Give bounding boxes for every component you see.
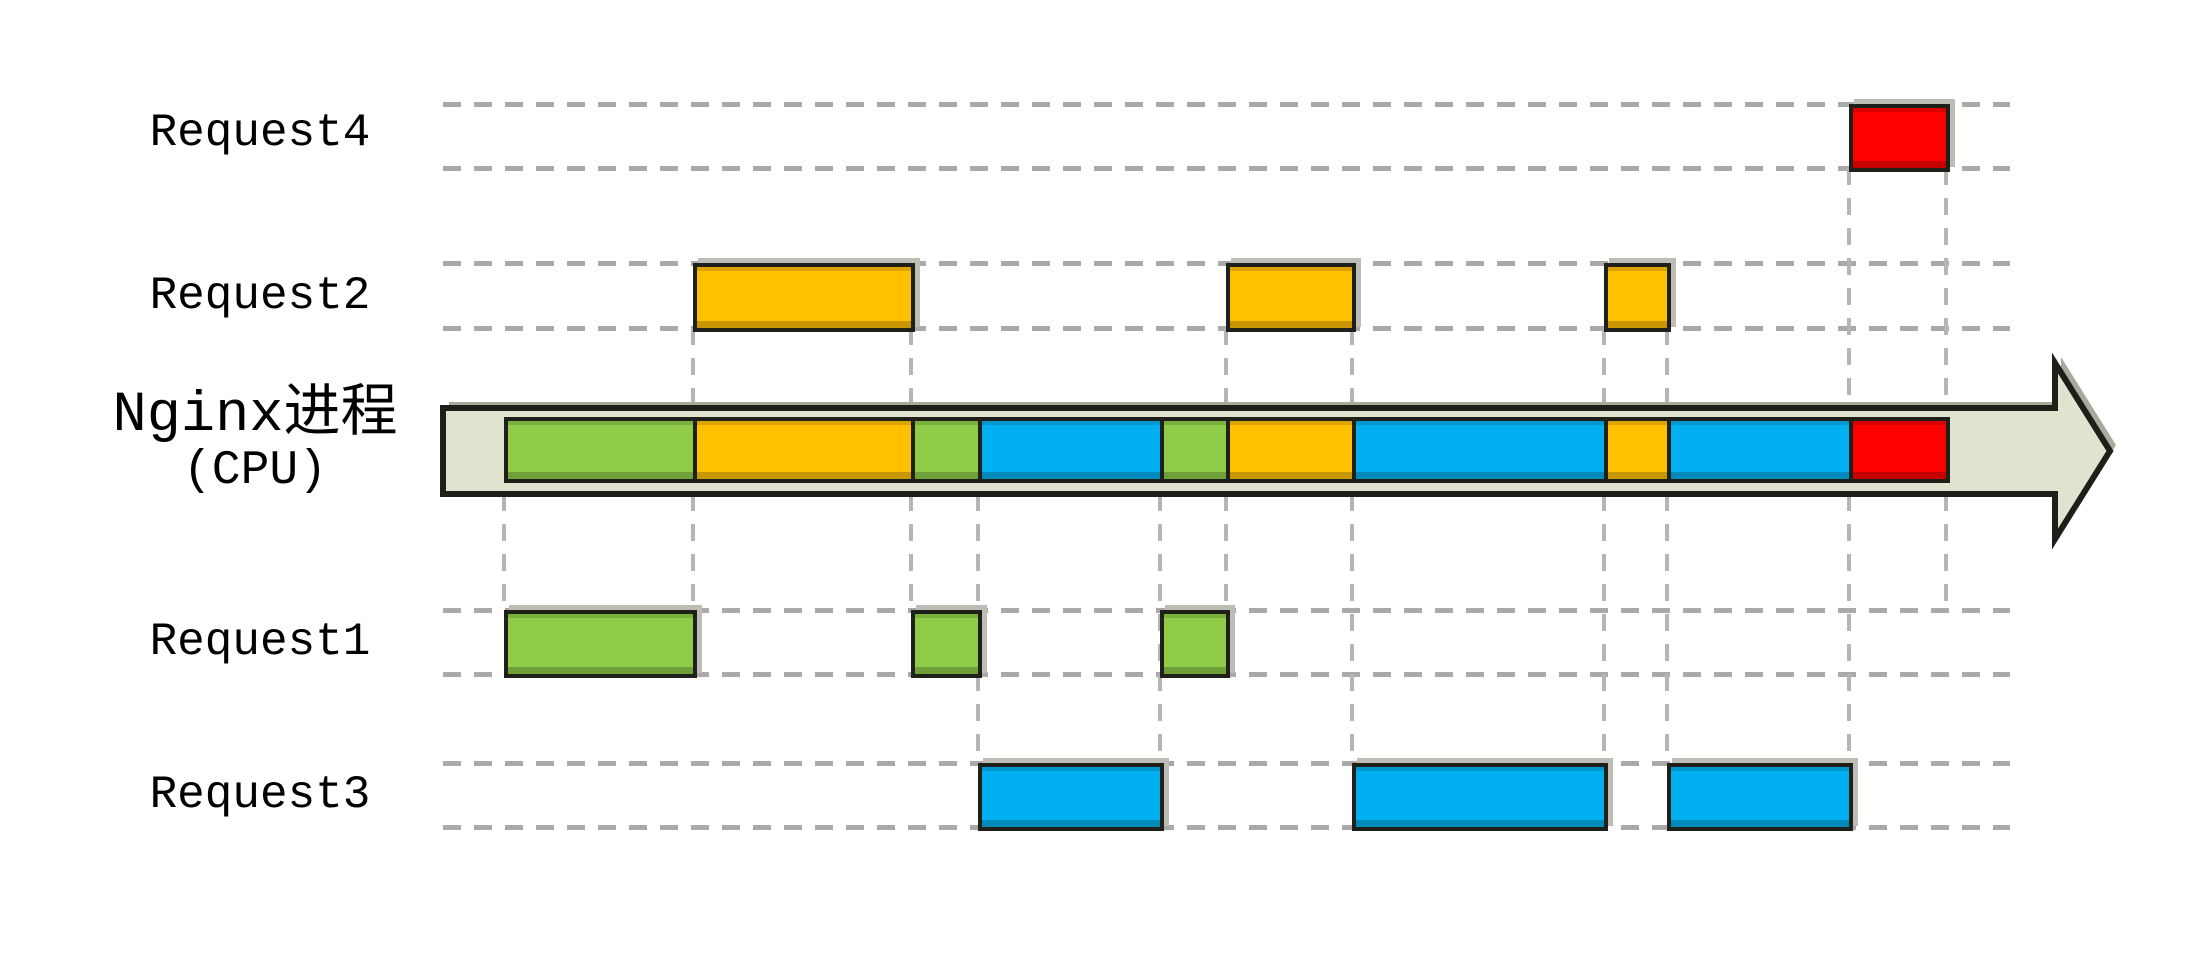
block-request2-1 — [1226, 263, 1356, 332]
v-connector — [1350, 494, 1354, 763]
cpu-segment-1-orange — [693, 417, 915, 483]
row-label-request1: Request1 — [149, 616, 371, 668]
h-gridline-request3-bottom — [443, 825, 2010, 830]
block-request3-1 — [1352, 763, 1608, 831]
cpu-segment-5-orange — [1226, 417, 1356, 483]
row-label-request2: Request2 — [149, 270, 371, 322]
block-request3-2 — [1667, 763, 1853, 831]
row-label-cpu: (CPU) — [182, 444, 328, 498]
cpu-segment-0-green — [504, 417, 697, 483]
v-connector — [691, 494, 695, 610]
block-request1-0 — [504, 610, 697, 678]
cpu-segment-4-green — [1160, 417, 1230, 483]
v-connector — [909, 494, 913, 610]
block-request3-0 — [978, 763, 1164, 831]
block-request1-2 — [1160, 610, 1230, 678]
cpu-segment-7-orange — [1604, 417, 1671, 483]
v-connector — [1665, 328, 1669, 408]
v-connector — [909, 328, 913, 408]
cpu-segment-8-blue — [1667, 417, 1853, 483]
v-connector — [1847, 494, 1851, 763]
cpu-segment-6-blue — [1352, 417, 1608, 483]
v-connector — [1602, 494, 1606, 763]
block-request2-2 — [1604, 263, 1671, 332]
cpu-segment-2-green — [911, 417, 982, 483]
v-connector — [1224, 494, 1228, 610]
h-gridline-request3-top — [443, 761, 2010, 766]
block-request2-0 — [693, 263, 915, 332]
row-label-nginx-process: Nginx进程 — [112, 384, 398, 448]
v-connector — [1602, 328, 1606, 408]
v-connector — [502, 494, 506, 610]
v-connector — [1350, 328, 1354, 408]
v-connector — [1665, 494, 1669, 763]
h-gridline-request4-bottom — [443, 166, 2010, 171]
cpu-segment-3-blue — [978, 417, 1164, 483]
v-connector — [1847, 168, 1851, 408]
v-connector — [1944, 168, 1948, 408]
h-gridline-request4-top — [443, 102, 2010, 107]
block-request1-1 — [911, 610, 982, 678]
v-connector — [1944, 494, 1948, 610]
row-label-request3: Request3 — [149, 769, 371, 821]
row-label-request4: Request4 — [149, 107, 371, 159]
block-request4-0 — [1849, 104, 1950, 172]
v-connector — [691, 328, 695, 408]
v-connector — [1224, 328, 1228, 408]
cpu-segment-9-red — [1849, 417, 1950, 483]
